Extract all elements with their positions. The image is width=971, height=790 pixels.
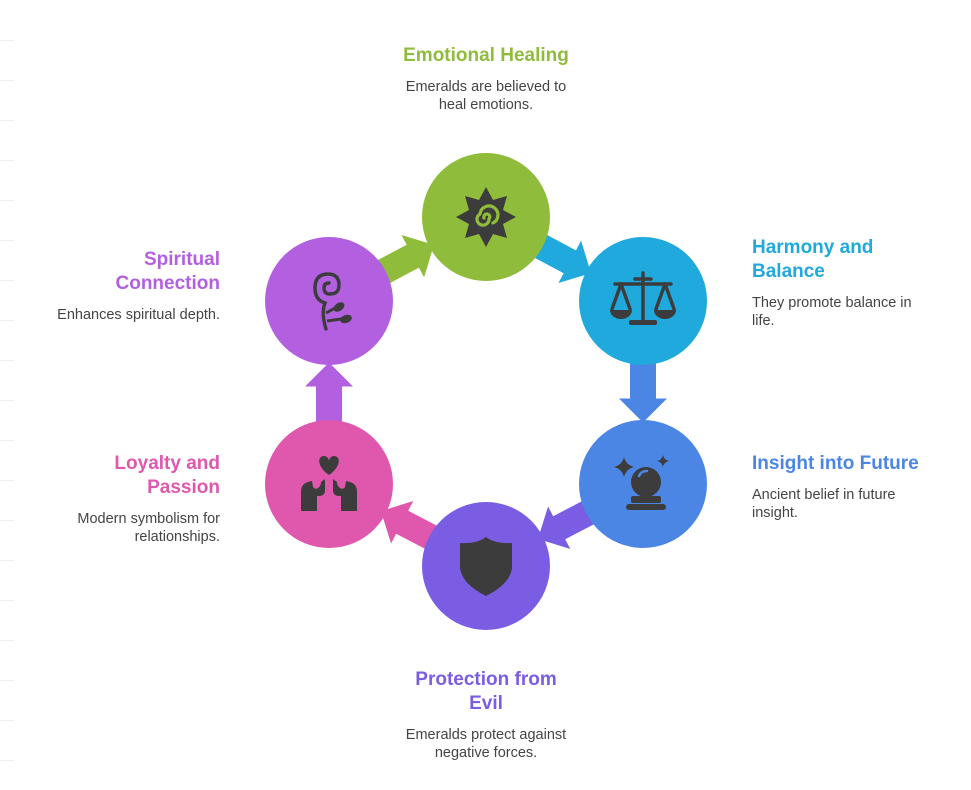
spiral-sprout-icon [313, 272, 352, 331]
stage-title: Insight into Future [752, 453, 919, 474]
shield-icon [460, 537, 512, 596]
stage-description: Emeralds protect against negative forces… [405, 727, 567, 761]
sun-swirl-icon [456, 187, 516, 247]
stage-title: Emotional Healing [403, 45, 569, 66]
stage-description: Enhances spiritual depth. [57, 307, 220, 323]
stage-title: Spiritual Connection [115, 249, 221, 294]
stage-title: Harmony and Balance [752, 237, 874, 282]
balance-scale-icon [610, 271, 676, 325]
hands-heart-icon [301, 456, 357, 511]
label-protection-evil: Protection from Evil Emeralds protect ag… [391, 668, 581, 762]
stage-circle-spiritual-connection [265, 237, 393, 365]
stage-description: Modern symbolism for relationships. [77, 511, 220, 545]
label-loyalty-passion: Loyalty and Passion Modern symbolism for… [40, 452, 220, 546]
arrow-harmony-to-insight [619, 350, 667, 423]
label-harmony-balance: Harmony and Balance They promote balance… [752, 236, 912, 330]
stage-description: They promote balance in life. [752, 295, 912, 329]
stage-title: Loyalty and Passion [114, 453, 220, 498]
stage-description: Ancient belief in future insight. [752, 487, 896, 521]
label-insight-future: Insight into Future Ancient belief in fu… [752, 452, 942, 522]
stage-title: Protection from Evil [415, 669, 557, 714]
stage-description: Emeralds are believed to heal emotions. [405, 79, 567, 113]
stage-circle-loyalty-passion [265, 420, 393, 548]
crystal-ball-icon [614, 455, 669, 510]
arrow-loyalty-to-spiritual [305, 362, 353, 435]
label-spiritual-connection: Spiritual Connection Enhances spiritual … [40, 248, 220, 324]
label-emotional-healing: Emotional Healing Emeralds are believed … [386, 44, 586, 114]
